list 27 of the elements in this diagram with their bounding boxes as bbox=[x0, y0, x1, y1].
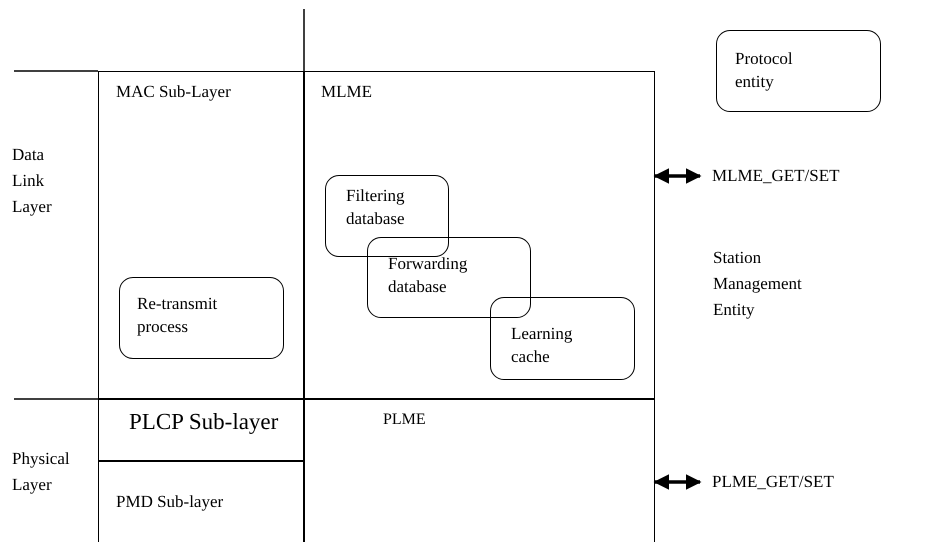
layer-region bbox=[98, 461, 304, 542]
process-box bbox=[119, 277, 284, 359]
process-name: Re-transmit process bbox=[137, 293, 218, 338]
interface-label: PLME_GET/SET bbox=[712, 471, 834, 493]
process-name: Forwarding database bbox=[388, 253, 468, 298]
process-box bbox=[325, 175, 449, 257]
interface-label: MLME_GET/SET bbox=[712, 165, 840, 187]
process-box bbox=[367, 237, 531, 318]
process-box bbox=[716, 30, 881, 112]
double-arrow bbox=[653, 168, 702, 184]
layer-label: Physical Layer bbox=[12, 448, 71, 496]
layer-region bbox=[304, 399, 655, 542]
layer-region bbox=[304, 71, 655, 399]
process-name: Protocol entity bbox=[735, 48, 794, 93]
region-title: PLME bbox=[383, 410, 426, 430]
layer-label: Station Management Entity bbox=[713, 247, 803, 321]
region-title: PMD Sub-layer bbox=[116, 491, 224, 513]
process-name: Filtering database bbox=[346, 185, 406, 230]
region-title: PLCP Sub-layer bbox=[129, 410, 278, 433]
layer-label: Data Link Layer bbox=[12, 144, 53, 218]
region-title: MLME bbox=[321, 81, 372, 103]
process-box bbox=[490, 297, 635, 380]
process-name: Learning cache bbox=[511, 323, 574, 368]
region-title: MAC Sub-Layer bbox=[116, 81, 231, 103]
layer-region bbox=[98, 71, 304, 399]
layer-region bbox=[98, 399, 304, 461]
double-arrow bbox=[653, 474, 702, 490]
